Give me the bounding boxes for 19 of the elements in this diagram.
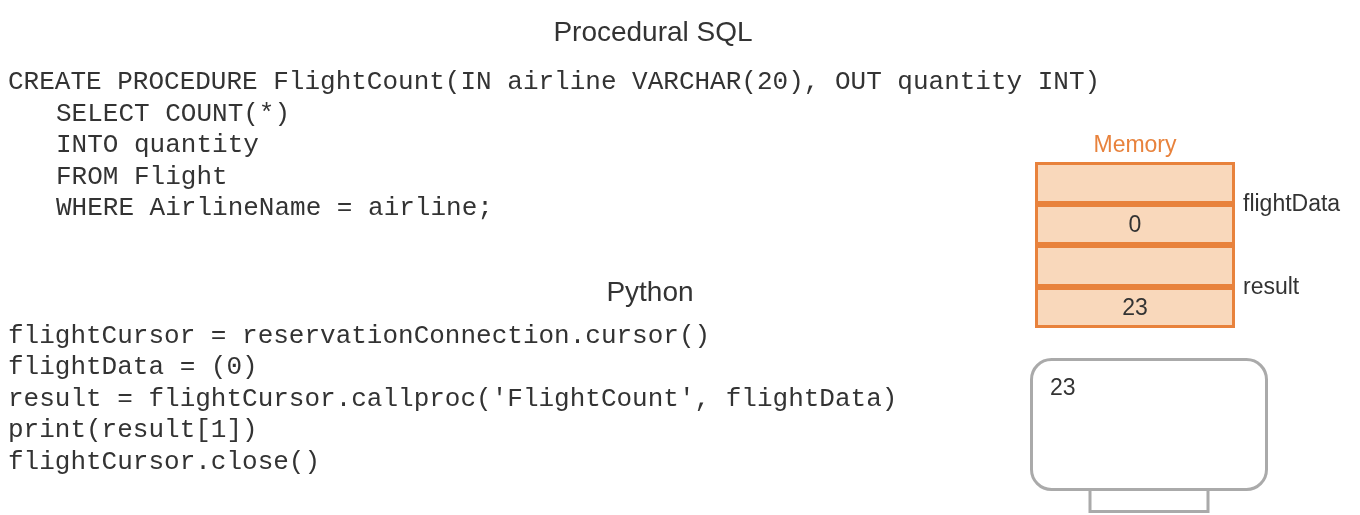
section-heading: Python bbox=[606, 276, 694, 308]
code-line: FROM Flight bbox=[56, 163, 228, 191]
variable-label: result bbox=[1243, 273, 1300, 300]
memory-cell: 0 bbox=[1035, 204, 1235, 245]
output-text: 23 bbox=[1050, 374, 1076, 401]
code-line: flightCursor.close() bbox=[8, 448, 321, 476]
code-line: SELECT COUNT(*) bbox=[56, 100, 291, 128]
memory-cell bbox=[1035, 245, 1235, 287]
code-line: INTO quantity bbox=[56, 131, 259, 159]
monitor-drawing bbox=[1030, 358, 1268, 513]
memory-heading: Memory bbox=[1093, 131, 1177, 158]
code-line: print(result[1]) bbox=[8, 416, 258, 444]
code-line: flightCursor = reservationConnection.cursor() bbox=[8, 322, 711, 350]
code-line: result = flightCursor.callproc('FlightCount', flightData) bbox=[8, 385, 898, 413]
code-line: WHERE AirlineName = airline; bbox=[56, 194, 493, 222]
code-line: flightData = (0) bbox=[8, 353, 258, 381]
title: Procedural SQL bbox=[553, 16, 753, 48]
code-line: CREATE PROCEDURE FlightCount(IN airline VARCHAR(20), OUT quantity INT) bbox=[8, 68, 1101, 96]
variable-label: flightData bbox=[1243, 190, 1341, 217]
